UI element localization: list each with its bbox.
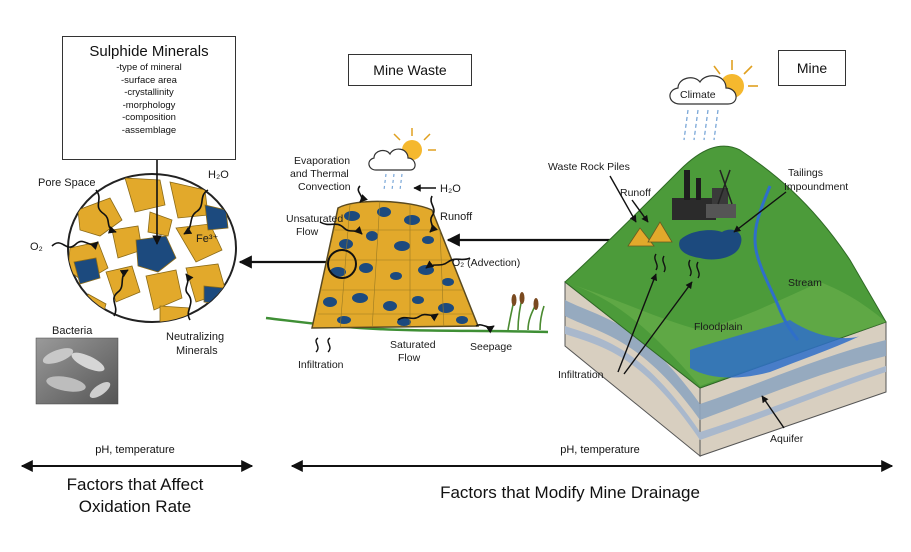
left-range-title-line-1: Factors that Affect: [66, 475, 204, 494]
climate-cloud-icon: [669, 60, 758, 141]
label-climate: Climate: [680, 89, 716, 101]
sulphide-factor: -composition: [122, 112, 176, 123]
label-evap-1: Evaporation: [294, 155, 350, 167]
label-neutralizing-2: Minerals: [176, 345, 218, 357]
label-oxygen-advection: O₂ (Advection): [452, 257, 520, 269]
mine-waste-pile: [265, 184, 549, 353]
sulphide-factor: -morphology: [122, 99, 176, 111]
sulphide-title: Sulphide Minerals: [89, 43, 209, 60]
label-seepage: Seepage: [470, 341, 512, 353]
left-range-subtitle: pH, temperature: [95, 444, 175, 456]
label-evap-3: Convection: [298, 181, 351, 193]
mine-buildings-icon: [672, 169, 736, 220]
label-waste-rock: Waste Rock Piles: [548, 161, 630, 173]
label-unsat-1: Unsaturated: [286, 213, 343, 225]
right-range-subtitle: pH, temperature: [560, 444, 640, 456]
label-infiltration-waste: Infiltration: [298, 359, 344, 371]
cloud-sun-icon: [368, 128, 436, 191]
sulphide-minerals-box: Sulphide Minerals -type of mineral -surf…: [62, 36, 236, 160]
mine-landscape-block: [564, 145, 887, 458]
right-range-title: Factors that Modify Mine Drainage: [440, 483, 700, 502]
label-evap-2: and Thermal: [290, 168, 349, 180]
label-floodplain: Floodplain: [694, 321, 743, 333]
sulphide-factor: -assemblage: [121, 124, 177, 136]
label-sat-2: Flow: [398, 352, 421, 364]
mine-title-box: Mine: [778, 50, 846, 86]
sulphide-factor: -type of mineral: [116, 62, 182, 73]
label-runoff-waste: Runoff: [440, 211, 473, 223]
label-tailings-1: Tailings: [788, 167, 823, 179]
left-range-title-line-2: Oxidation Rate: [78, 497, 192, 516]
sulphide-factor-list: -type of mineral -surface area -crystall…: [63, 62, 235, 137]
label-water-waste: H₂O: [440, 183, 461, 195]
bacteria-micrograph: [35, 337, 119, 405]
label-neutralizing-1: Neutralizing: [166, 331, 224, 343]
label-water-grain: H₂O: [208, 169, 229, 181]
mine-title: Mine: [796, 60, 828, 76]
sulphide-factor: -surface area: [121, 74, 177, 86]
label-pore-space: Pore Space: [38, 177, 95, 189]
mine-waste-title: Mine Waste: [373, 62, 447, 78]
label-bacteria: Bacteria: [52, 325, 93, 337]
label-oxygen-grain: O₂: [30, 241, 43, 253]
label-tailings-2: Impoundment: [784, 181, 848, 193]
grain-circle-illustration: [51, 160, 237, 323]
sulphide-factor: -crystallinity: [124, 87, 174, 98]
label-sat-1: Saturated: [390, 339, 436, 351]
label-iron: Fe³⁺: [196, 233, 219, 245]
mine-waste-title-box: Mine Waste: [348, 54, 472, 86]
label-infiltration-mine: Infiltration: [558, 369, 604, 381]
label-runoff-mine: Runoff: [620, 187, 651, 199]
reeds-icon: [507, 292, 545, 331]
label-stream: Stream: [788, 277, 822, 289]
left-range-title: Factors that Affect Oxidation Rate: [20, 474, 250, 518]
label-unsat-2: Flow: [296, 226, 319, 238]
label-aquifer: Aquifer: [770, 433, 804, 445]
